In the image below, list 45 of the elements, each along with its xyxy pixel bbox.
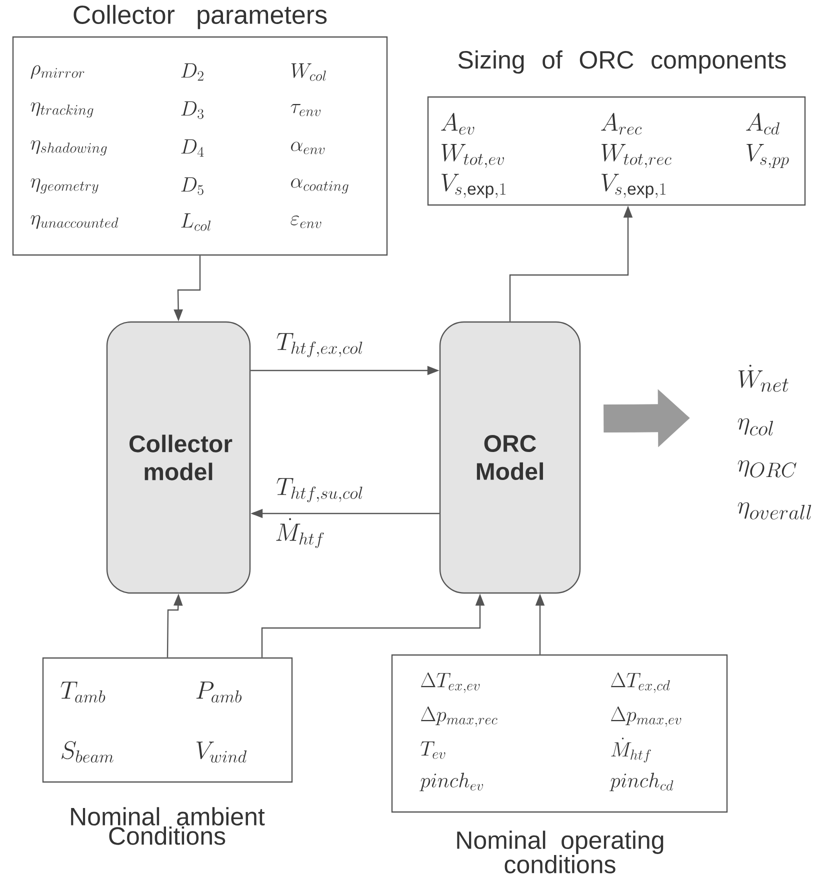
variable-symbol: $\eta_{geometry}$ xyxy=(30,178,98,194)
variable-symbol: $\Delta T_{ex,ev}$ xyxy=(420,672,480,694)
edge-label: $T_{htf,ex,col}$ xyxy=(275,332,365,358)
variable-symbol: $\Delta p_{max,rec}$ xyxy=(420,706,498,728)
variable-symbol: $V_{wind}$ xyxy=(196,742,247,763)
variable-symbol: $W_{col}$ xyxy=(291,63,326,81)
variable-symbol: $pinch_{ev}$ xyxy=(420,772,483,792)
variable-symbol: $\eta_{shadowing}$ xyxy=(30,140,107,156)
variable-symbol: $\eta_{unaccounted}$ xyxy=(30,215,118,229)
flow-label: $\dot{M}_{htf}$ xyxy=(276,518,324,548)
variable-symbol: $D_{4}$ xyxy=(181,139,204,157)
variable-symbol: $V_{s,\exp,1}$ xyxy=(442,174,506,198)
variable-symbol: $V_{s,pp}$ xyxy=(746,144,789,168)
variable-symbol: $T_{amb}$ xyxy=(60,682,106,703)
variable-symbol: $D_{5}$ xyxy=(181,177,204,195)
box-heading: Sizing of ORC components xyxy=(458,50,786,74)
variable-symbol: $W_{tot,ev}$ xyxy=(442,144,504,168)
variable-symbol: $\Delta T_{ex,cd}$ xyxy=(610,672,670,694)
model-box: ORC Model xyxy=(439,321,581,594)
output-variables: $\dot{W}_{net}$ $\eta_{col}$ $\eta_{ORC}$ $\eta_{overall}$ xyxy=(738,364,812,520)
variable-symbol: $\tau_{env}$ xyxy=(290,104,321,116)
variable-symbol: $\rho_{mirror}$ xyxy=(30,65,84,79)
variable-symbol: $D_{3}$ xyxy=(181,101,204,119)
variable-symbol: $T_{ev}$ xyxy=(420,741,446,759)
box-heading: Collector parameters xyxy=(74,4,327,30)
variable-symbol: $pinch_{cd}$ xyxy=(610,772,674,792)
variable-symbol: $A_{cd}$ xyxy=(746,112,780,135)
variable-symbol: $L_{col}$ xyxy=(181,213,211,231)
variable-symbol: $\alpha_{env}$ xyxy=(291,142,325,154)
variable-symbol: $\dot{M}_{htf}$ xyxy=(611,738,651,763)
model-box: Collector model xyxy=(106,321,251,594)
variable-symbol: $W_{tot,rec}$ xyxy=(602,144,672,168)
variable-symbol: $S_{beam}$ xyxy=(61,741,114,763)
variable-symbol: $A_{ev}$ xyxy=(441,112,474,135)
variable-symbol: $\eta_{tracking}$ xyxy=(30,102,94,118)
variable-symbol: $D_{2}$ xyxy=(181,63,204,81)
variable-symbol: $\alpha_{coating}$ xyxy=(291,178,348,194)
variable-symbol: $\varepsilon_{env}$ xyxy=(290,216,322,228)
variable-symbol: $A_{rec}$ xyxy=(601,112,642,135)
variable-symbol: $\Delta p_{max,ev}$ xyxy=(610,706,682,728)
variable-symbol: $V_{s,\exp,1}$ xyxy=(602,174,666,198)
box-heading: Nominal ambient Conditions xyxy=(71,807,265,845)
variable-symbol: $P_{amb}$ xyxy=(196,682,242,703)
box-heading: Nominal operating conditions xyxy=(457,830,664,874)
edge-label: $T_{htf,su,col}$ xyxy=(275,476,365,504)
